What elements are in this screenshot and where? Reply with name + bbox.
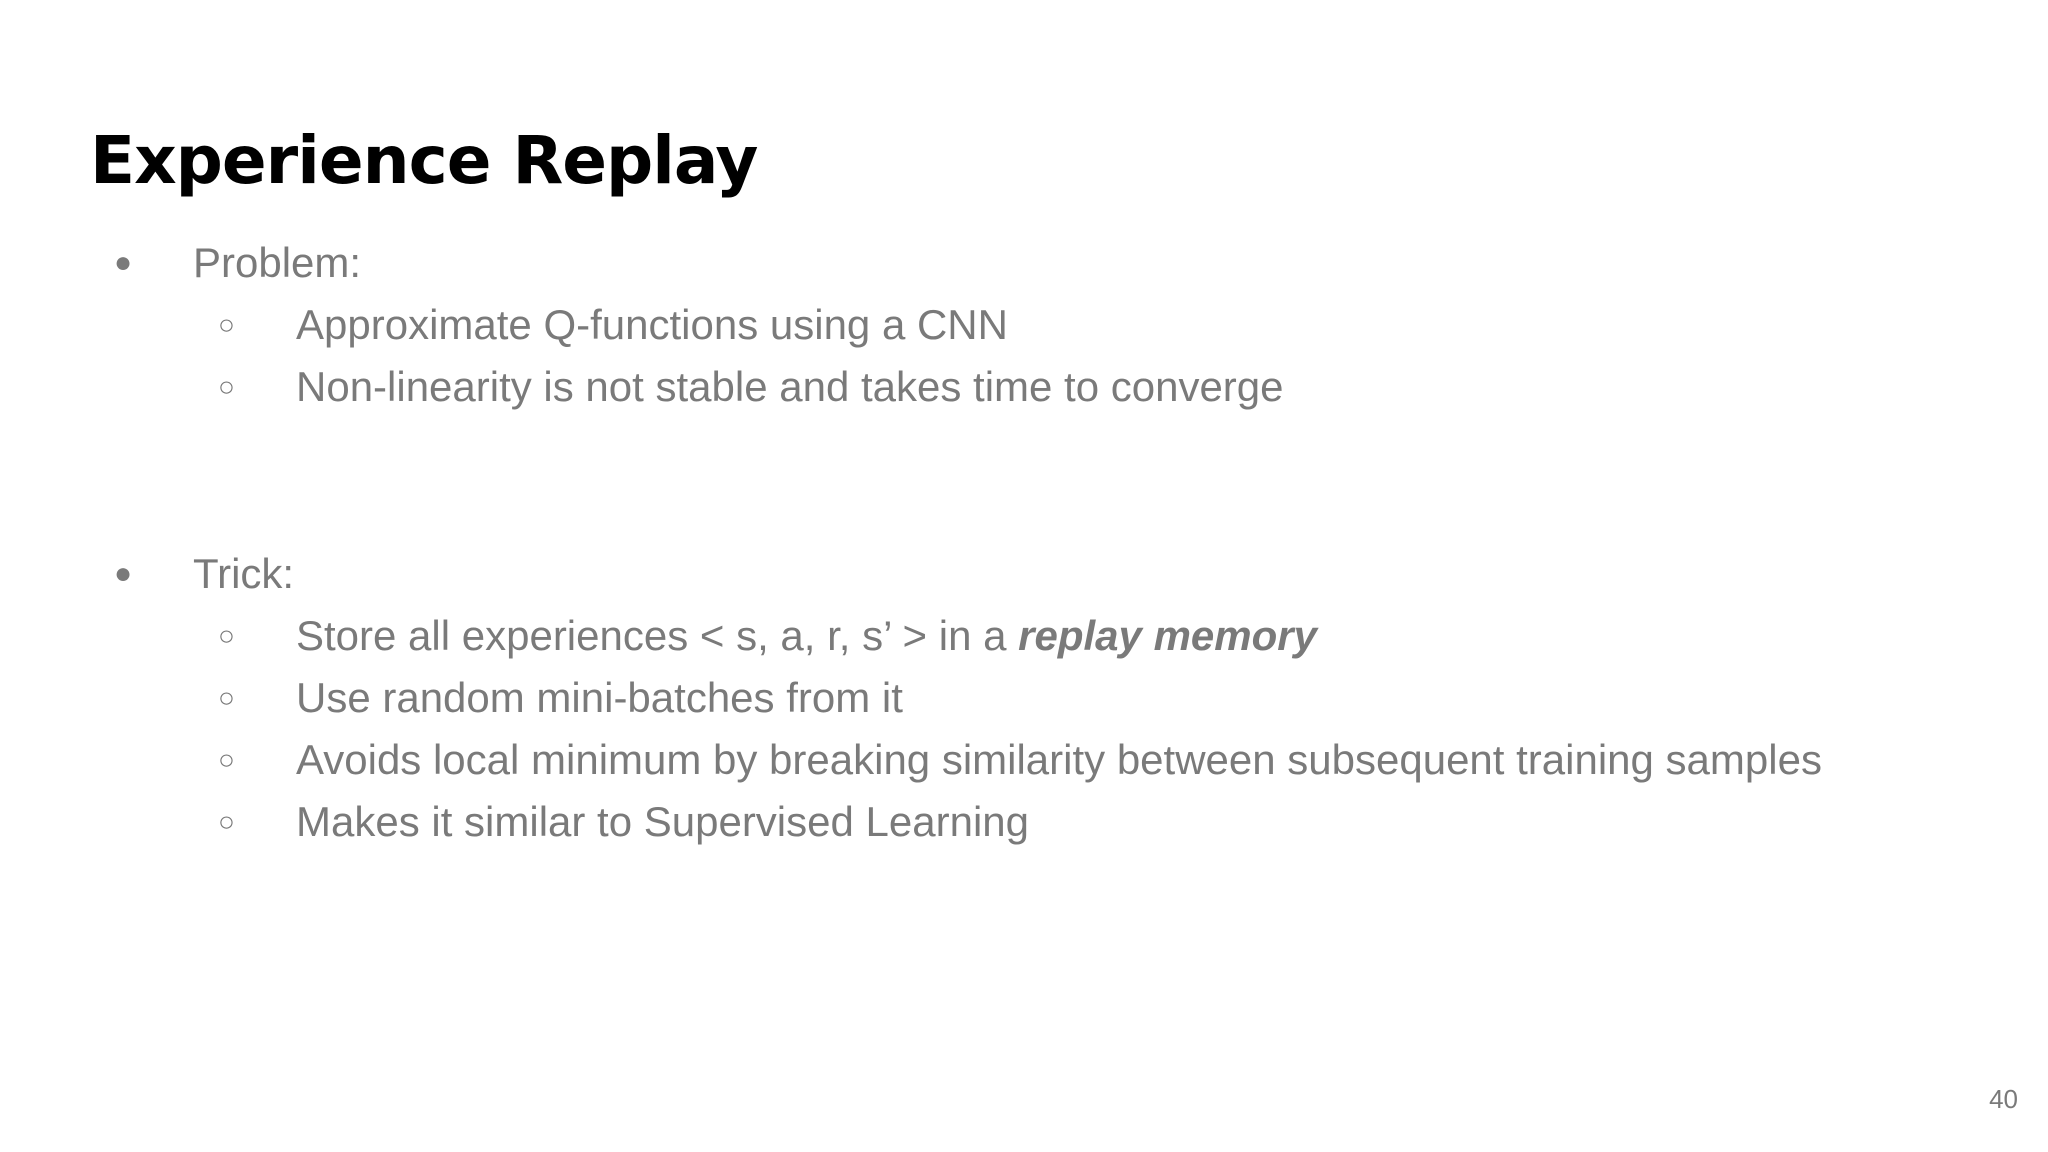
trick-section: ● Trick: ○ Store all experiences < s, a,…: [0, 543, 2048, 853]
sub-bullet-prefix: Store all experiences < s, a, r, s’ > in…: [296, 612, 1019, 659]
page-number: 40: [1989, 1084, 2018, 1114]
sub-bullet-text: Store all experiences < s, a, r, s’ > in…: [296, 605, 1317, 667]
sub-bullet-text: Makes it similar to Supervised Learning: [296, 798, 1029, 845]
sub-bullet: ○ Use random mini-batches from it: [0, 667, 2048, 729]
hollow-bullet-icon: ○: [218, 371, 235, 402]
slide-title: Experience Replay: [90, 122, 758, 199]
emphasis-text: replay memory: [1018, 612, 1317, 659]
bullet-label-problem: Problem:: [193, 239, 362, 286]
filled-bullet-icon: ●: [114, 246, 133, 279]
sub-bullet-text: Use random mini-batches from it: [296, 674, 903, 721]
hollow-bullet-icon: ○: [218, 682, 235, 713]
problem-section: ● Problem: ○ Approximate Q-functions usi…: [0, 232, 2048, 418]
sub-bullet-text: Non-linearity is not stable and takes ti…: [296, 363, 1284, 410]
filled-bullet-icon: ●: [114, 557, 133, 590]
sub-bullet: ○ Makes it similar to Supervised Learnin…: [0, 791, 2048, 853]
sub-bullet: ○ Store all experiences < s, a, r, s’ > …: [0, 605, 2048, 667]
sub-bullet: ○ Approximate Q-functions using a CNN: [0, 294, 2048, 356]
sub-bullet: ○ Avoids local minimum by breaking simil…: [0, 729, 2048, 791]
hollow-bullet-icon: ○: [218, 309, 235, 340]
bullet-trick: ● Trick:: [0, 543, 2048, 605]
hollow-bullet-icon: ○: [218, 620, 235, 651]
hollow-bullet-icon: ○: [218, 806, 235, 837]
sub-bullet-text: Approximate Q-functions using a CNN: [296, 301, 1008, 348]
bullet-problem: ● Problem:: [0, 232, 2048, 294]
sub-bullet: ○ Non-linearity is not stable and takes …: [0, 356, 2048, 418]
sub-bullet-text: Avoids local minimum by breaking similar…: [296, 736, 1822, 783]
bullet-label-trick: Trick:: [193, 550, 295, 597]
hollow-bullet-icon: ○: [218, 744, 235, 775]
